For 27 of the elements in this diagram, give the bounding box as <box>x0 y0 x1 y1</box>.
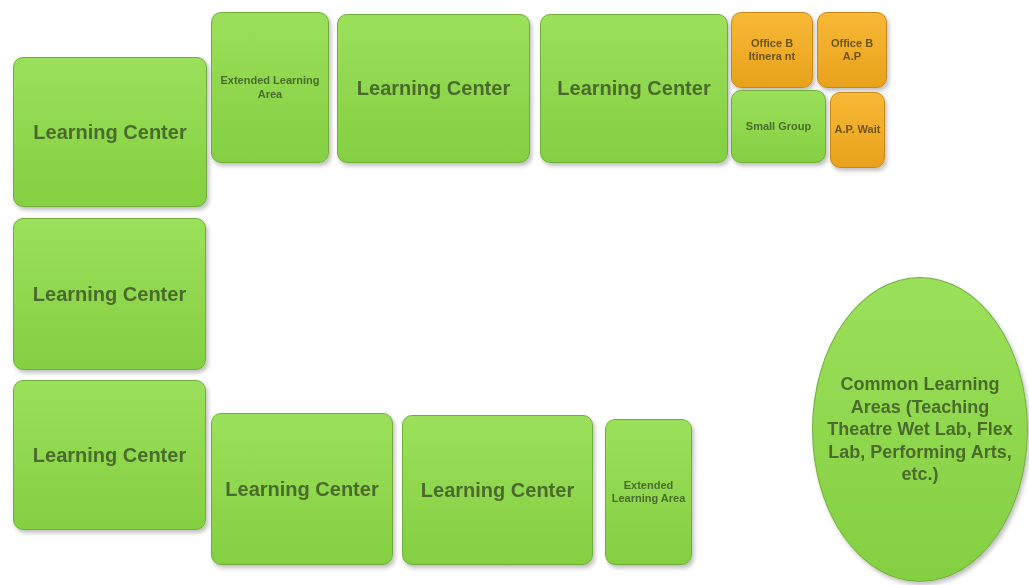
room-label: Small Group <box>745 119 812 134</box>
room-box <box>337 14 530 163</box>
room-box <box>13 380 206 530</box>
room-label: Learning Center <box>356 76 511 101</box>
room-label: Learning Center <box>32 442 187 468</box>
room-label: Extended Learning Area <box>610 478 687 506</box>
room-box <box>402 415 593 565</box>
office-box <box>731 12 813 88</box>
room-box <box>605 419 692 565</box>
room-box <box>13 218 206 370</box>
room-label: Learning Center <box>33 119 187 145</box>
room-label: Office B A.P <box>829 36 875 64</box>
room-box <box>13 57 207 207</box>
room-label: Learning Center <box>32 281 187 307</box>
room-label: Common Learning Areas (Teaching Theatre Wet Lab, Flex Lab, Performing Arts, etc.) <box>826 373 1014 486</box>
room-label: Office B Itinera nt <box>747 36 797 64</box>
room-box <box>540 14 728 163</box>
room-label: Learning Center <box>557 76 711 101</box>
room-box <box>211 413 393 565</box>
room-label: A.P. Wait <box>834 123 881 137</box>
room-box <box>731 90 826 163</box>
room-label: Learning Center <box>420 477 575 503</box>
room-label: Extended Learning Area <box>219 74 321 101</box>
office-box <box>830 92 885 168</box>
room-label: Learning Center <box>225 476 379 502</box>
office-box <box>817 12 887 88</box>
room-box <box>211 12 329 163</box>
